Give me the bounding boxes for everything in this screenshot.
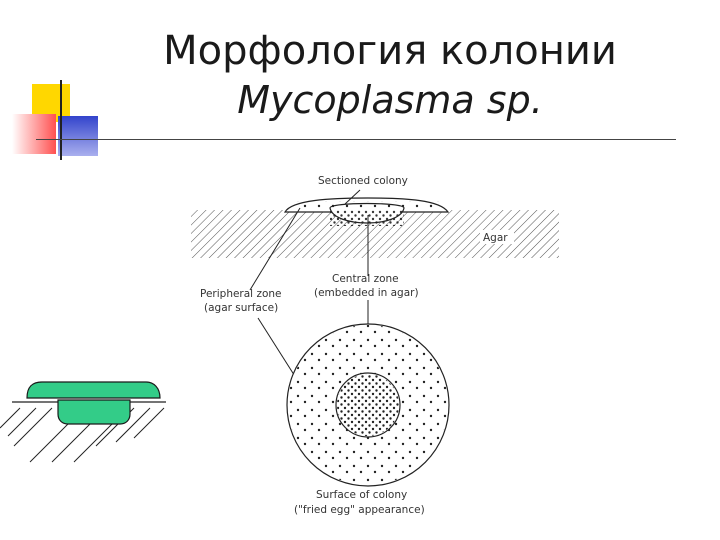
label-agar: Agar xyxy=(483,232,508,244)
label-surface-colony-2: ("fried egg" appearance) xyxy=(294,504,425,516)
label-surface-colony-1: Surface of colony xyxy=(316,489,407,501)
green-colony-sketch xyxy=(0,382,166,462)
label-sectioned-colony: Sectioned colony xyxy=(318,175,408,187)
label-central-zone-2: (embedded in agar) xyxy=(314,287,419,299)
label-central-zone-1: Central zone xyxy=(332,273,399,285)
label-peripheral-zone-2: (agar surface) xyxy=(204,302,278,314)
label-peripheral-zone-1: Peripheral zone xyxy=(200,288,282,300)
